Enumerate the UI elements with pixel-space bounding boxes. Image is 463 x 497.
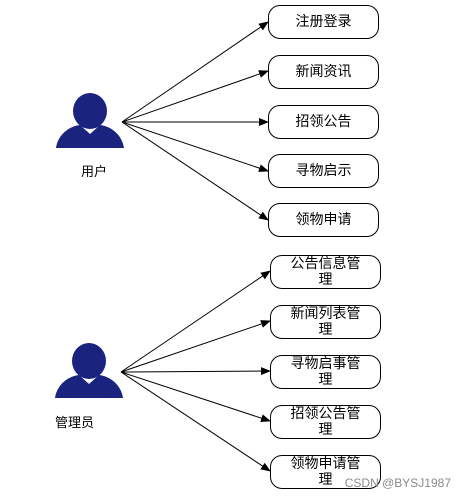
use-case-label: 寻物启示 <box>295 163 352 179</box>
use-case-label-line-2: 理 <box>318 322 333 338</box>
admin-connector-1 <box>120 270 271 373</box>
use-case-label-line-2: 理 <box>318 272 333 288</box>
use-case-claim-request-management: 领物申请管 理 <box>270 455 381 489</box>
use-case-label-line-1: 领物申请管 <box>290 456 361 472</box>
watermark-text: CSDN @BYSJ1987 <box>344 476 451 490</box>
use-case-label-line-1: 寻物启事管 <box>290 356 361 372</box>
use-case-label-line-2: 理 <box>318 372 333 388</box>
use-case-register-login: 注册登录 <box>268 5 379 39</box>
use-case-label-line-2: 理 <box>318 422 333 438</box>
use-case-label-line-1: 招领公告管 <box>290 406 361 422</box>
use-case-label: 招领公告 <box>295 114 352 130</box>
use-case-label: 注册登录 <box>295 14 352 30</box>
use-case-news-list-management: 新闻列表管 理 <box>270 305 381 339</box>
use-case-label: 领物申请 <box>295 212 352 228</box>
use-case-label-line-1: 公告信息管 <box>290 256 361 272</box>
user-actor-icon <box>56 93 124 148</box>
use-case-label-line-1: 新闻列表管 <box>290 306 361 322</box>
admin-connector-4 <box>120 371 271 422</box>
user-actor-label: 用户 <box>81 165 108 180</box>
use-case-lost-notice-management: 寻物启事管 理 <box>270 355 381 389</box>
use-case-label: 新闻资讯 <box>295 64 352 80</box>
use-case-label-line-2: 理 <box>318 472 333 488</box>
user-connector-5 <box>121 121 269 221</box>
use-case-found-notice: 招领公告 <box>268 105 379 139</box>
user-connectors <box>121 21 269 221</box>
user-connector-2 <box>121 70 269 123</box>
user-connector-4 <box>121 121 269 172</box>
admin-connectors <box>120 270 271 472</box>
admin-connector-5 <box>120 371 271 472</box>
user-connector-1 <box>121 21 269 123</box>
admin-actor-label: 管理员 <box>55 416 95 431</box>
use-case-lost-notice: 寻物启示 <box>268 154 379 188</box>
admin-actor-icon <box>55 343 123 398</box>
admin-connector-3 <box>120 367 271 376</box>
use-case-news: 新闻资讯 <box>268 55 379 89</box>
use-case-claim-request: 领物申请 <box>268 203 379 237</box>
use-case-notice-management: 公告信息管 理 <box>270 255 381 289</box>
use-case-found-notice-management: 招领公告管 理 <box>270 405 381 439</box>
admin-connector-2 <box>120 320 271 373</box>
